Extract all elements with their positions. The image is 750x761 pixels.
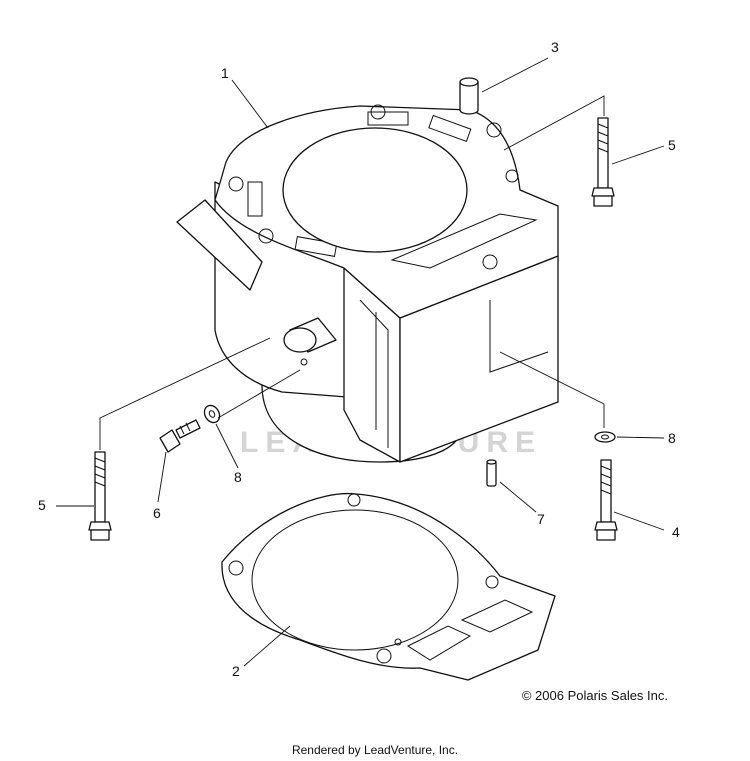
base-gasket bbox=[221, 492, 556, 681]
bolt-lower-left bbox=[88, 451, 112, 541]
bolt-upper-right bbox=[591, 117, 615, 207]
dowel-pin bbox=[486, 459, 497, 487]
callout-1: 1 bbox=[221, 65, 229, 81]
callout-4: 4 bbox=[672, 524, 680, 540]
callout-labels: 1 3 5 5 8 8 6 7 4 2 bbox=[38, 39, 680, 679]
callout-3: 3 bbox=[551, 39, 559, 55]
washer-right bbox=[594, 431, 616, 443]
cylinder-body bbox=[176, 104, 559, 463]
washer-left bbox=[203, 404, 221, 424]
callout-6: 6 bbox=[153, 505, 161, 521]
callout-7: 7 bbox=[537, 511, 545, 527]
callout-5-lower: 5 bbox=[38, 497, 46, 513]
dowel-sleeve bbox=[459, 77, 479, 115]
copyright-notice: © 2006 Polaris Sales Inc. bbox=[521, 688, 668, 703]
callout-8-right: 8 bbox=[668, 430, 676, 446]
screw-fitting bbox=[159, 419, 201, 453]
callout-8-left: 8 bbox=[234, 469, 242, 485]
callout-2: 2 bbox=[232, 663, 240, 679]
callout-5-upper: 5 bbox=[668, 137, 676, 153]
bolt-lower-right bbox=[594, 459, 618, 541]
leader-lines bbox=[56, 57, 665, 667]
rendered-by-footer: Rendered by LeadVenture, Inc. bbox=[291, 743, 459, 757]
